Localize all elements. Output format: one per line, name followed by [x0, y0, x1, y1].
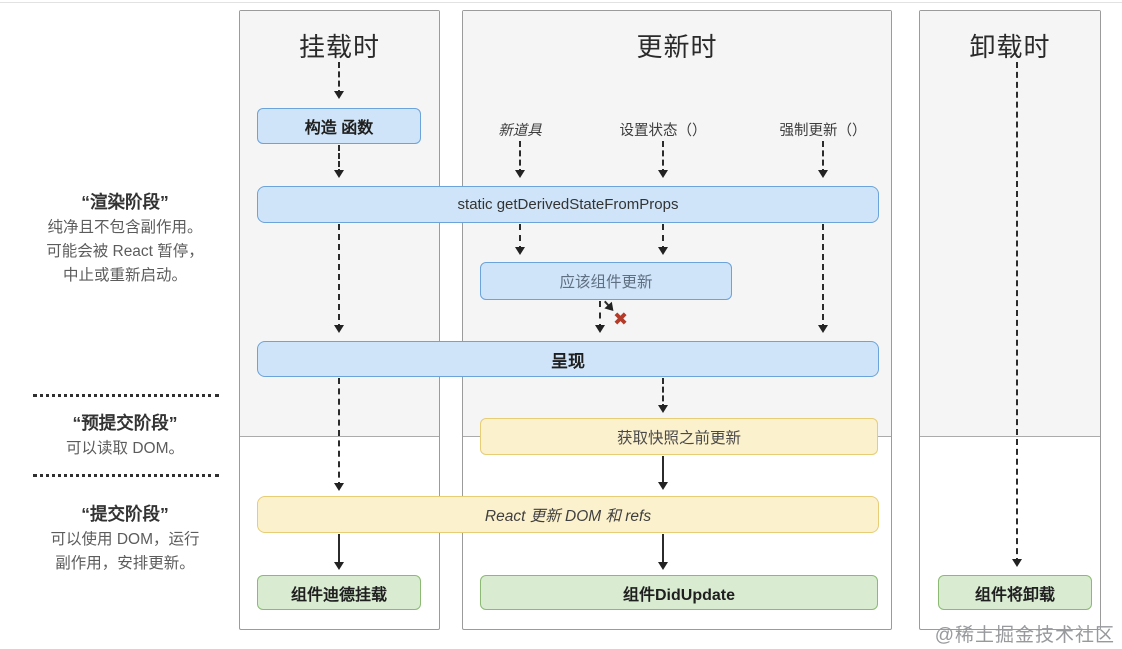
trigger-new-props: 新道具	[498, 123, 542, 139]
column-title-updating: 更新时	[636, 32, 718, 62]
render-phase-shade	[920, 11, 1100, 437]
box-component-will-unmount[interactable]: 组件将卸载	[938, 575, 1092, 610]
phase-line: 中止或重新启动。	[62, 267, 187, 284]
arrow-render-to-reactupdates-mount	[334, 378, 344, 491]
arrow-shouldupdate-to-render	[595, 301, 605, 333]
bar-react-updates-dom[interactable]: React 更新 DOM 和 refs	[257, 496, 879, 533]
bar-get-derived-state-from-props[interactable]: static getDerivedStateFromProps	[257, 186, 879, 223]
arrow-reactupdates-to-didmount	[334, 534, 344, 570]
arrow-derived-to-shouldupdate-left	[515, 224, 525, 255]
arrow-derived-to-shouldupdate-right	[658, 224, 668, 255]
phase-divider-dotted	[33, 394, 219, 397]
phase-label-render: “渲染阶段” 纯净且不包含副作用。 可能会被 React 暂停， 中止或重新启动…	[15, 189, 235, 288]
page-top-divider	[0, 2, 1122, 3]
reject-x-icon: ✖	[613, 309, 629, 329]
phase-title: “渲染阶段”	[81, 192, 169, 212]
phase-line: 副作用，安排更新。	[55, 555, 195, 572]
phase-title: “提交阶段”	[81, 504, 169, 524]
column-title-unmounting: 卸载时	[969, 32, 1051, 62]
arrow-forceupdate-to-render	[818, 224, 828, 333]
arrow-title-to-constructor	[334, 62, 344, 99]
arrow-reactupdates-to-didupdate	[658, 534, 668, 570]
arrow-setstate-to-derived	[658, 141, 668, 178]
trigger-set-state: 设置状态（）	[619, 123, 707, 139]
panel-unmount	[919, 10, 1101, 630]
arrow-constructor-to-derived	[334, 145, 344, 178]
watermark: @稀土掘金技术社区	[934, 625, 1115, 646]
trigger-force-update: 强制更新（）	[779, 123, 867, 139]
bar-render[interactable]: 呈现	[257, 341, 879, 377]
arrow-newprops-to-derived	[515, 141, 525, 178]
arrow-derived-to-render-mount	[334, 224, 344, 333]
phase-line: 可能会被 React 暂停，	[46, 243, 204, 260]
arrow-snapshot-to-reactupdates	[658, 456, 668, 490]
arrow-title-to-willunmount	[1012, 62, 1022, 567]
box-component-did-update[interactable]: 组件DidUpdate	[480, 575, 878, 610]
phase-title: “预提交阶段”	[72, 413, 178, 433]
phase-line: 纯净且不包含副作用。	[47, 219, 203, 236]
box-constructor[interactable]: 构造 函数	[257, 108, 421, 144]
phase-label-pre-commit: “预提交阶段” 可以读取 DOM。	[15, 410, 235, 461]
box-should-component-update[interactable]: 应该组件更新	[480, 262, 732, 300]
box-component-did-mount[interactable]: 组件迪德挂载	[257, 575, 421, 610]
panel-update	[462, 10, 892, 630]
box-get-snapshot-before-update[interactable]: 获取快照之前更新	[480, 418, 878, 455]
arrow-forceupdate-to-derived	[818, 141, 828, 178]
column-title-mounting: 挂载时	[298, 32, 380, 62]
phase-line: 可以使用 DOM，运行	[50, 531, 200, 548]
phase-line: 可以读取 DOM。	[66, 440, 184, 457]
phase-divider-dotted	[33, 474, 219, 477]
arrow-render-to-snapshot	[658, 378, 668, 413]
phase-label-commit: “提交阶段” 可以使用 DOM，运行 副作用，安排更新。	[15, 501, 235, 576]
